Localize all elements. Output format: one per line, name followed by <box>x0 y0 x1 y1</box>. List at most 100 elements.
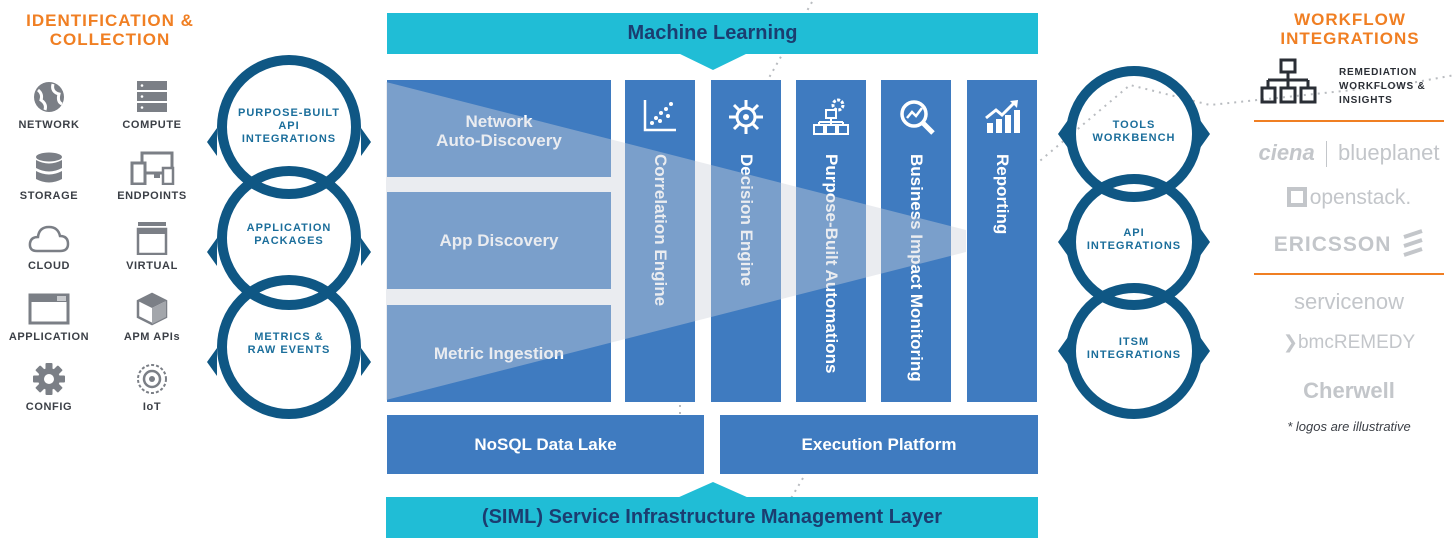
ring-itsm-integrations: ITSM INTEGRATIONS <box>1059 336 1209 362</box>
source-endpoints: ENDPOINTS <box>104 151 200 202</box>
ring-label-line: RAW EVENTS <box>247 344 331 356</box>
source-application: APPLICATION <box>1 292 97 343</box>
source-compute: COMPUTE <box>104 80 200 131</box>
funnel-overlay <box>386 82 966 400</box>
purpose-built-automations-column: Purpose-Built Automations <box>796 80 866 402</box>
ring-api-integrations: API INTEGRATIONS <box>1059 227 1209 253</box>
remediation-line: REMEDIATION <box>1339 67 1418 78</box>
orange-divider-top <box>1254 120 1444 122</box>
ericsson-logo-text: ERICSSON <box>1273 233 1392 256</box>
org-chart-icon <box>1260 58 1317 104</box>
cloud-icon <box>28 225 70 253</box>
column-label: Reporting <box>993 154 1012 235</box>
source-cloud: CLOUD <box>1 221 97 272</box>
ring-label-line: TOOLS <box>1112 119 1156 131</box>
logos-footnote: * logos are illustrative <box>1287 419 1411 434</box>
ring-label-line: ITSM <box>1118 336 1150 348</box>
ericsson-logo: ERICSSON <box>1254 229 1444 257</box>
source-label-application: APPLICATION <box>8 331 90 343</box>
identification-title-line1: IDENTIFICATION & <box>26 11 194 30</box>
block-label-line: Network <box>465 112 533 131</box>
ring-purpose-built-api-integrations: PURPOSE-BUILT API INTEGRATIONS <box>214 107 364 146</box>
machine-learning-arrow <box>678 53 748 70</box>
source-label-virtual: VIRTUAL <box>126 260 178 272</box>
ring-label-line: METRICS & <box>254 331 324 343</box>
source-label-network: NETWORK <box>18 119 80 131</box>
block-label-line: Metric Ingestion <box>433 344 565 363</box>
nosql-data-lake-block: NoSQL Data Lake <box>387 415 704 474</box>
database-icon <box>36 152 62 183</box>
workflow-integrations-title: WORKFLOW INTEGRATIONS <box>1250 10 1450 48</box>
source-label-endpoints: ENDPOINTS <box>117 190 187 202</box>
ring-tools-workbench: TOOLS WORKBENCH <box>1059 119 1209 145</box>
source-apm-apis: APM APIs <box>104 292 200 343</box>
cherwell-logo-text: Cherwell <box>1303 378 1395 403</box>
iot-icon <box>137 364 167 394</box>
column-label: Decision Engine <box>737 154 756 287</box>
openstack-logo-text: openstack. <box>1309 186 1412 209</box>
source-label-compute: COMPUTE <box>122 119 182 131</box>
remediation-line: INSIGHTS <box>1339 95 1393 106</box>
bmc-chevron-icon: ❯ <box>1282 332 1298 352</box>
server-icon <box>137 81 167 112</box>
devices-icon <box>130 151 175 185</box>
business-impact-monitoring-column: Business Impact Monitoring <box>881 80 951 402</box>
source-storage: STORAGE <box>1 151 97 202</box>
remediation-line: WORKFLOWS & <box>1339 81 1426 92</box>
source-label-config: CONFIG <box>25 401 73 413</box>
orange-divider-bottom <box>1254 273 1444 275</box>
openstack-mark-icon <box>1286 187 1307 207</box>
ring-application-packages: APPLICATION PACKAGES <box>214 222 364 248</box>
ring-label-line: INTEGRATIONS <box>1086 240 1182 252</box>
source-iot: IoT <box>104 362 200 413</box>
siml-arrow <box>677 482 749 498</box>
ring-metrics-raw-events: METRICS & RAW EVENTS <box>214 331 364 357</box>
blueplanet-logo-text: blueplanet <box>1337 140 1440 165</box>
execution-platform-block: Execution Platform <box>720 415 1038 474</box>
window-stack-icon <box>136 222 168 255</box>
source-label-apm-apis: APM APIs <box>123 331 181 343</box>
workflow-title-line2: INTEGRATIONS <box>1280 29 1420 48</box>
ring-label-line: APPLICATION <box>246 222 332 234</box>
magnifier-chart-icon <box>900 100 935 135</box>
ring-label-line: API <box>278 120 300 132</box>
gear-icon <box>33 363 65 395</box>
network-auto-discovery-block: Network Auto-Discovery <box>387 80 611 177</box>
globe-icon <box>34 82 64 112</box>
remediation-label: REMEDIATION WORKFLOWS & INSIGHTS <box>1339 66 1426 108</box>
column-label: Correlation Engine <box>651 154 670 307</box>
bmc-remedy-logo: ❯bmcREMEDY <box>1254 332 1444 354</box>
ciena-logo-text: ciena <box>1258 140 1315 165</box>
metric-ingestion-block: Metric Ingestion <box>387 305 611 402</box>
source-virtual: VIRTUAL <box>104 221 200 272</box>
ring-label-line: INTEGRATIONS <box>241 133 337 145</box>
correlation-engine-column: Correlation Engine <box>625 80 695 402</box>
identification-title-line2: COLLECTION <box>49 30 171 49</box>
identification-collection-title: IDENTIFICATION & COLLECTION <box>10 11 210 49</box>
ring-label-line: INTEGRATIONS <box>1086 349 1182 361</box>
ericsson-mark-icon <box>1403 229 1423 257</box>
ciena-blueplanet-logo: ciena blueplanet <box>1254 140 1444 168</box>
app-discovery-block: App Discovery <box>387 192 611 289</box>
cube-icon <box>136 292 168 326</box>
block-label-line: Auto-Discovery <box>436 131 562 150</box>
bmc-remedy-logo-text: bmcREMEDY <box>1297 332 1416 353</box>
machine-learning-bar: Machine Learning <box>387 13 1038 54</box>
workflow-title-line1: WORKFLOW <box>1294 10 1406 29</box>
org-chart-gear-icon <box>813 98 849 135</box>
cherwell-logo: Cherwell <box>1254 378 1444 404</box>
ring-label-line: API <box>1123 227 1145 239</box>
servicenow-logo: servicenow <box>1293 289 1405 314</box>
ring-label-line: WORKBENCH <box>1092 132 1176 144</box>
app-window-icon <box>28 293 70 325</box>
source-label-storage: STORAGE <box>19 190 79 202</box>
ring-label-line: PACKAGES <box>254 235 324 247</box>
logo-separator <box>1325 141 1327 168</box>
right-integration-rings <box>1058 66 1210 419</box>
siml-bar: (SIML) Service Infrastructure Management… <box>386 497 1038 538</box>
source-label-cloud: CLOUD <box>27 260 71 272</box>
column-label: Purpose-Built Automations <box>822 154 841 374</box>
left-integration-rings <box>207 55 371 419</box>
scatter-plot-icon <box>643 100 676 132</box>
source-config: CONFIG <box>1 362 97 413</box>
